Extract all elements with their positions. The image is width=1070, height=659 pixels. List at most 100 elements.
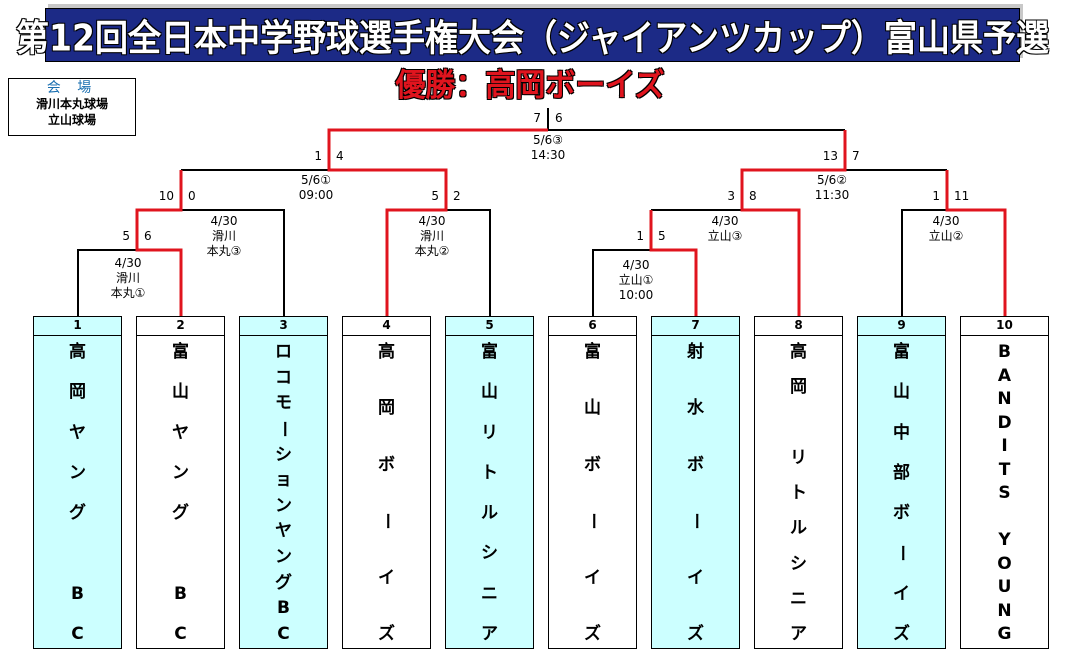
match-info-line: 4/30 [622, 258, 650, 272]
team-name-char: 射 [687, 342, 704, 362]
match-info-line: 11:30 [814, 188, 850, 202]
team-name-char: ン [275, 495, 292, 516]
team-name-char: グ [69, 503, 86, 524]
team-name: 富山中部ボーイズ [858, 336, 945, 646]
score-right: 6 [555, 111, 563, 125]
team-name: 富山ボーイズ [549, 336, 636, 646]
team-name-char: ル [790, 518, 807, 539]
team-name-char: ズ [584, 623, 601, 644]
match-info-line: 立山③ [707, 229, 743, 243]
team-name-char: ン [172, 462, 189, 483]
team-name-char: Y [998, 530, 1011, 550]
team-name-char: 山 [172, 382, 189, 403]
team-name-char: イ [893, 583, 910, 604]
match-info-line: 本丸① [110, 286, 146, 300]
team-name-char: ボ [893, 503, 910, 524]
team-name-char: ボ [378, 454, 395, 475]
team-name-char: O [997, 553, 1012, 574]
team-name-char: 富 [481, 342, 498, 362]
team-name-char: リ [481, 422, 498, 443]
score-right: 11 [954, 189, 970, 203]
team-name-char: ア [790, 624, 807, 644]
match-info-line: 4/30 [210, 214, 238, 228]
team-name-char: B [174, 583, 187, 604]
team-name-char: 高 [69, 342, 86, 362]
team-name-char: A [997, 365, 1012, 386]
team-name-char: N [997, 600, 1012, 621]
match-info-line: 4/30 [418, 214, 446, 228]
team-name-char: ボ [687, 454, 704, 475]
team-name: 射水ボーイズ [652, 336, 739, 646]
team-name-char: B [277, 598, 290, 619]
venue-heading: 会 場 [46, 80, 98, 96]
team-name-char: S [998, 483, 1011, 503]
venue-line: 滑川本丸球場 [35, 97, 108, 111]
team-name-char: N [997, 389, 1012, 409]
team-name-char: ボ [584, 454, 601, 475]
score-right: 4 [336, 149, 344, 163]
team-name-char: B [998, 342, 1011, 362]
score-left: 13 [822, 149, 838, 163]
team-name: 高岡 リトルシニア [755, 336, 842, 646]
team-name-char: I [1001, 436, 1008, 456]
team-name-char: B [71, 583, 84, 604]
team-name-char: グ [275, 572, 292, 593]
match-info-line: 14:30 [530, 148, 566, 162]
score-left: 3 [727, 189, 735, 203]
team-name-char: ー [891, 544, 912, 562]
team-name-char: ー [273, 420, 294, 438]
team-name-char: ロ [275, 342, 292, 362]
bracket-lines-winner [135, 128, 1007, 316]
venue-box: 会 場 滑川本丸球場 立山球場 [8, 78, 136, 136]
team-name-char: ヤ [172, 422, 189, 443]
team-number: 10 [961, 317, 1048, 336]
team-name-char: 山 [893, 382, 910, 403]
score-right: 6 [144, 229, 152, 243]
score-left: 1 [932, 189, 940, 203]
team-number: 4 [343, 317, 430, 336]
team-name-char: ズ [378, 623, 395, 644]
team-name-char: シ [275, 444, 292, 465]
team-name-char: G [997, 624, 1012, 644]
score-left: 1 [636, 229, 644, 243]
team-name-char: イ [584, 567, 601, 588]
match-info-line: 立山② [928, 229, 964, 243]
team-name-char: ー [685, 512, 706, 530]
match-info-line: 本丸② [414, 244, 450, 258]
team-name-char: 高 [790, 342, 807, 362]
title-banner: 第12回全日本中学野球選手権大会（ジャイアンツカップ）富山県予選 [16, 8, 1049, 62]
team-name-char: 中 [893, 422, 910, 443]
team-name-char: 岡 [69, 382, 86, 403]
team-number: 7 [652, 317, 739, 336]
team-name-char: D [997, 412, 1012, 433]
match-info-line: 滑川 [115, 271, 140, 285]
team-name-char: ア [481, 623, 498, 644]
match-info-line: 滑川 [419, 229, 444, 243]
team-name-char: 富 [893, 342, 910, 362]
team-name-char: コ [275, 367, 292, 388]
team-name-char: ル [481, 503, 498, 524]
winner-banner: 優勝：高岡ボーイズ [395, 67, 665, 104]
team-name-char: シ [790, 553, 807, 574]
team-name-char: ト [790, 483, 807, 503]
match-info-line: 滑川 [211, 229, 236, 243]
score-right: 8 [749, 189, 757, 203]
team-name-char: イ [687, 567, 704, 588]
team-name-char: ニ [481, 583, 498, 604]
team-name-char: 水 [687, 398, 704, 419]
